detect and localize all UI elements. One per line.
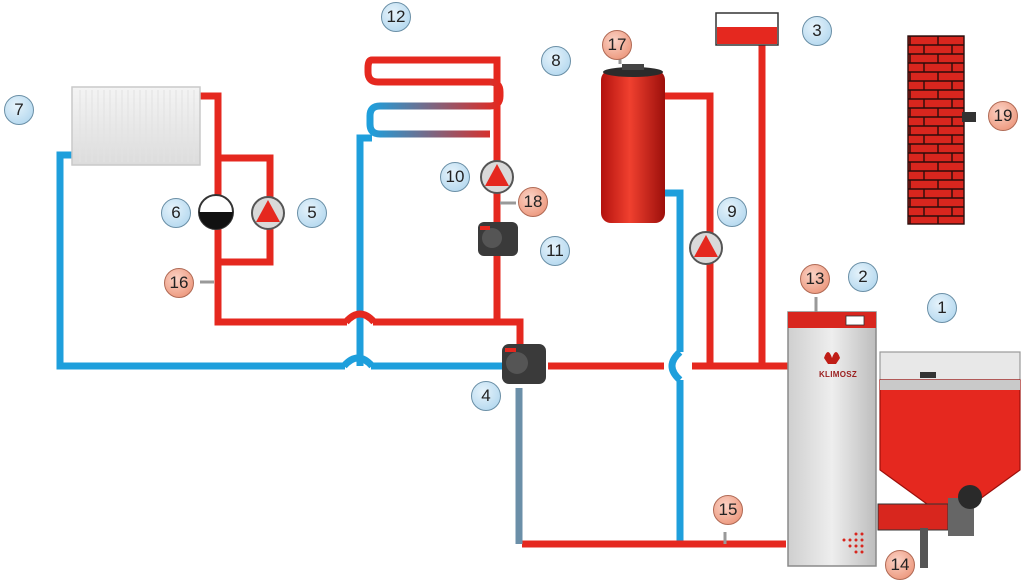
label-13: 13 — [800, 264, 830, 294]
label-4: 4 — [471, 381, 501, 411]
label-5: 5 — [297, 198, 327, 228]
boiler — [787, 311, 877, 567]
coil-return-pipe — [356, 134, 372, 366]
label-19: 19 — [988, 101, 1018, 131]
cylinder-return-pipe — [665, 189, 684, 544]
label-1: 1 — [927, 293, 957, 323]
label-17: 17 — [602, 30, 632, 60]
label-10: 10 — [440, 162, 470, 192]
cylinder-flow-pipe — [664, 92, 714, 366]
label-14: 14 — [885, 550, 915, 580]
main-flow-pipe — [373, 318, 524, 346]
expansion-vessel — [715, 12, 779, 46]
label-6: 6 — [161, 198, 191, 228]
label-2: 2 — [848, 262, 878, 292]
fuel-hopper — [877, 351, 1021, 568]
radiator-return-pipe — [56, 151, 345, 370]
boiler-brand-logo-text: KLIMOSZ — [818, 370, 858, 379]
cold-return-pipes — [56, 134, 684, 544]
circulation-pump-5 — [251, 196, 285, 230]
label-18: 18 — [518, 187, 548, 217]
label-8: 8 — [541, 46, 571, 76]
pipe-hop — [668, 349, 683, 383]
circulation-pump-9 — [689, 231, 723, 265]
label-3: 3 — [802, 16, 832, 46]
hot-water-cylinder — [601, 64, 665, 223]
outside-wall — [907, 35, 965, 225]
hot-flow-pipes — [200, 44, 790, 548]
pipe-hop — [341, 354, 375, 369]
label-12: 12 — [381, 2, 411, 32]
outdoor-sensor — [962, 112, 976, 122]
expansion-diaphragm-6 — [198, 194, 234, 230]
label-7: 7 — [4, 95, 34, 125]
pipe-hop — [343, 310, 377, 325]
label-16: 16 — [164, 268, 194, 298]
mixing-valve-11 — [478, 222, 518, 256]
coil-flow-pipe — [364, 56, 501, 322]
label-9: 9 — [717, 197, 747, 227]
mixing-valve-4 — [502, 344, 546, 384]
label-15: 15 — [713, 495, 743, 525]
label-11: 11 — [540, 236, 570, 266]
circulation-pump-10 — [480, 160, 514, 194]
radiator — [71, 86, 201, 166]
